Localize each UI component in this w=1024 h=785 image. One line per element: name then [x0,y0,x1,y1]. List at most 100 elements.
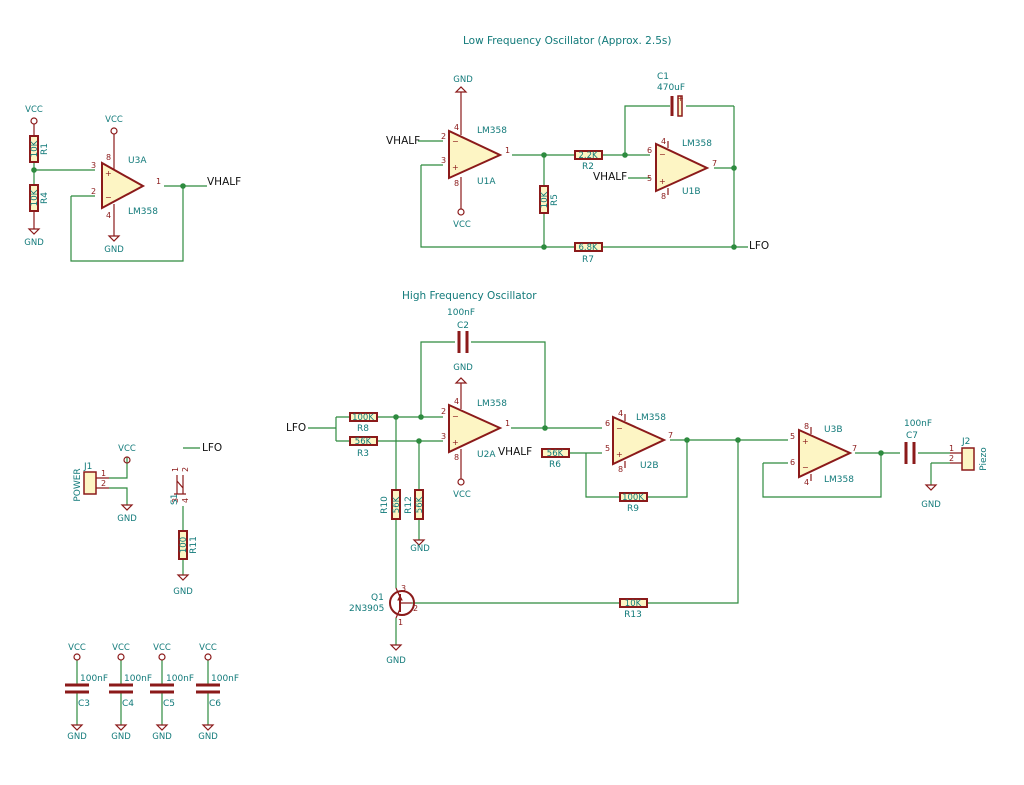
gnd-symbol-c5: GND [152,724,172,742]
svg-text:−: − [659,150,666,159]
svg-text:R7: R7 [582,255,594,265]
opamp-u2a: 2 3 1 4 8 −+ U2A LM358 [441,397,510,462]
svg-text:2: 2 [441,407,446,416]
svg-text:100nF: 100nF [80,674,108,684]
svg-text:1: 1 [398,618,403,627]
svg-text:3: 3 [441,156,446,165]
opamp-u1a: 2 3 1 4 8 −+ U1A LM358 [441,123,510,188]
svg-text:C2: C2 [457,321,469,331]
svg-text:8: 8 [618,465,623,474]
svg-text:+: + [802,437,809,446]
u1a-ref: U1A [477,177,496,187]
u1a-value: LM358 [477,126,507,136]
net-label-lfo-out: LFO [749,240,769,252]
svg-text:GND: GND [453,75,473,85]
svg-text:1: 1 [171,467,180,472]
svg-text:R4: R4 [40,192,50,204]
svg-text:4: 4 [618,409,623,418]
u2b-value: LM358 [636,413,666,423]
svg-text:100nF: 100nF [166,674,194,684]
capacitor-c5: 100nF C5 [150,674,194,709]
gnd-symbol-r11: GND [173,574,193,597]
svg-text:GND: GND [921,500,941,510]
svg-text:VCC: VCC [199,643,217,653]
svg-text:470uF: 470uF [657,83,685,93]
resistor-r1: 10K R1 [29,135,50,163]
opamp-u2b: 6 5 7 4 8 −+ U2B LM358 [605,409,673,474]
u2a-ref: U2A [477,450,496,460]
svg-text:1: 1 [505,419,510,428]
svg-text:GND: GND [198,732,218,742]
resistor-r2: 2.2K R2 [574,150,603,172]
vcc-symbol-u2a: VCC [453,456,471,500]
junctions [31,152,884,456]
svg-text:R1: R1 [40,143,50,155]
resistor-r12: 56K R12 [404,489,425,520]
svg-text:4: 4 [454,123,459,132]
gnd-symbol-c3: GND [67,724,87,742]
svg-text:7: 7 [668,431,673,440]
svg-text:2: 2 [101,479,106,488]
svg-text:100K: 100K [622,493,644,503]
svg-text:100nF: 100nF [447,308,475,318]
svg-text:−: − [452,412,459,421]
svg-text:VCC: VCC [453,220,471,230]
svg-text:8: 8 [106,153,111,162]
svg-text:VCC: VCC [453,490,471,500]
svg-text:−: − [452,137,459,146]
svg-text:R5: R5 [550,194,560,206]
svg-text:C5: C5 [163,699,175,709]
svg-text:R2: R2 [582,162,594,172]
svg-text:R3: R3 [357,449,369,459]
svg-text:C7: C7 [906,431,918,441]
resistor-r3: 56K R3 [349,436,378,459]
svg-text:3: 3 [401,584,406,593]
connector-j2: 1 2 J2 Piezo [949,437,989,471]
svg-text:+: + [105,169,112,178]
svg-text:1: 1 [949,444,954,453]
svg-text:4: 4 [181,498,190,503]
svg-text:GND: GND [173,587,193,597]
capacitor-c2: C2 100nF [447,308,475,353]
svg-text:5: 5 [605,444,610,453]
resistor-r5: 10K R5 [539,185,560,214]
gnd-symbol-r4: GND [24,211,44,248]
svg-text:100: 100 [179,537,189,553]
svg-text:−: − [105,193,112,202]
svg-text:VCC: VCC [118,444,136,454]
svg-text:GND: GND [152,732,172,742]
u1b-value: LM358 [682,139,712,149]
svg-text:4: 4 [804,478,809,487]
svg-text:VCC: VCC [25,105,43,115]
vcc-symbol-c5: VCC [153,643,171,661]
svg-text:J2: J2 [961,437,970,447]
svg-text:VCC: VCC [112,643,130,653]
svg-text:4: 4 [106,211,111,220]
svg-text:C1: C1 [657,72,669,82]
svg-text:R12: R12 [404,496,414,514]
svg-text:−: − [616,424,623,433]
gnd-symbol-c4: GND [111,724,131,742]
svg-text:C6: C6 [209,699,221,709]
opamp-u1b: 6 5 7 4 8 −+ U1B LM358 [647,137,717,201]
capacitor-c7: C7 100nF [904,419,932,464]
svg-text:10K: 10K [30,189,40,206]
svg-text:GND: GND [67,732,87,742]
svg-text:1: 1 [505,146,510,155]
svg-text:GND: GND [386,656,406,666]
svg-text:R10: R10 [380,496,390,514]
capacitor-c6: 100nF C6 [196,674,239,709]
resistor-r4: 10K R4 [29,184,50,212]
svg-text:+: + [616,450,623,459]
svg-text:2: 2 [413,604,418,613]
resistor-r11: 100 R11 [178,530,199,560]
capacitor-c4: 100nF C4 [109,674,152,709]
resistor-r7: 6.8K R7 [574,242,603,265]
svg-text:1: 1 [156,177,161,186]
svg-text:6: 6 [647,146,652,155]
svg-text:2: 2 [441,132,446,141]
svg-text:7: 7 [852,444,857,453]
svg-text:56K: 56K [355,437,372,447]
svg-text:6: 6 [605,419,610,428]
